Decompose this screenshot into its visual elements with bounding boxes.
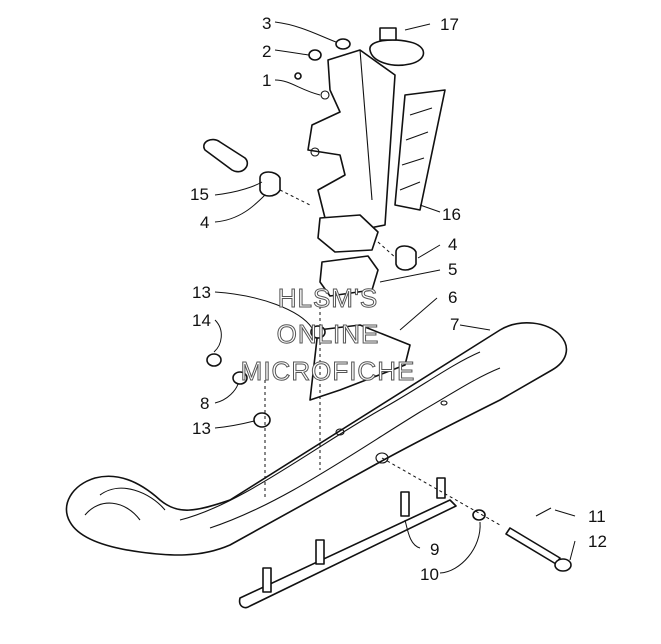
callout-14: 14 — [192, 311, 211, 330]
callout-6: 6 — [448, 288, 457, 307]
bushing-part-left — [259, 171, 281, 197]
callouts: 3 2 1 17 15 4 16 4 5 6 7 13 14 8 13 11 1… — [190, 14, 607, 584]
callout-2: 2 — [262, 42, 271, 61]
callout-17: 17 — [440, 15, 459, 34]
bracket-part — [309, 324, 411, 401]
callout-3: 3 — [262, 14, 271, 33]
callout-5: 5 — [448, 260, 457, 279]
spindle-cap-part — [369, 27, 425, 66]
watermark-line-2: ONLINE — [277, 319, 380, 349]
saddle-part — [319, 255, 379, 297]
pin-part — [294, 72, 302, 80]
washer-10-part — [472, 509, 486, 521]
cotter-pin-part — [535, 507, 552, 517]
callout-11: 11 — [588, 507, 606, 526]
spindle-part — [307, 49, 396, 233]
nut-13-lower — [253, 412, 271, 428]
callout-12: 12 — [588, 532, 607, 551]
callout-13-lower: 13 — [192, 419, 211, 438]
callout-10: 10 — [420, 565, 439, 584]
leader-lines — [213, 21, 576, 574]
callout-9: 9 — [430, 540, 439, 559]
callout-15: 15 — [190, 185, 209, 204]
callout-13-upper: 13 — [192, 283, 211, 302]
watermark-line-3: MICROFICHE — [241, 356, 416, 386]
watermark: HLSM'S ONLINE MICROFICHE — [240, 283, 416, 387]
callout-16: 16 — [442, 205, 461, 224]
sleeve-part — [203, 138, 249, 173]
decal-part — [394, 89, 446, 211]
bolt-part — [505, 527, 572, 572]
callout-7: 7 — [450, 315, 459, 334]
spindle-bottom-part — [317, 214, 379, 253]
wear-bar-part — [238, 477, 457, 609]
spacer-14 — [206, 353, 222, 367]
nut-13-upper — [310, 325, 326, 339]
nut-8 — [232, 371, 248, 385]
washer-part — [335, 38, 351, 50]
watermark-line-1: HLSM'S — [278, 283, 379, 313]
callout-4-left: 4 — [200, 213, 209, 232]
ski-part — [65, 322, 568, 556]
callout-4-right: 4 — [448, 235, 457, 254]
bushing-part-right — [395, 245, 417, 271]
callout-8: 8 — [200, 394, 209, 413]
nut-part — [308, 49, 322, 61]
callout-1: 1 — [262, 71, 271, 90]
